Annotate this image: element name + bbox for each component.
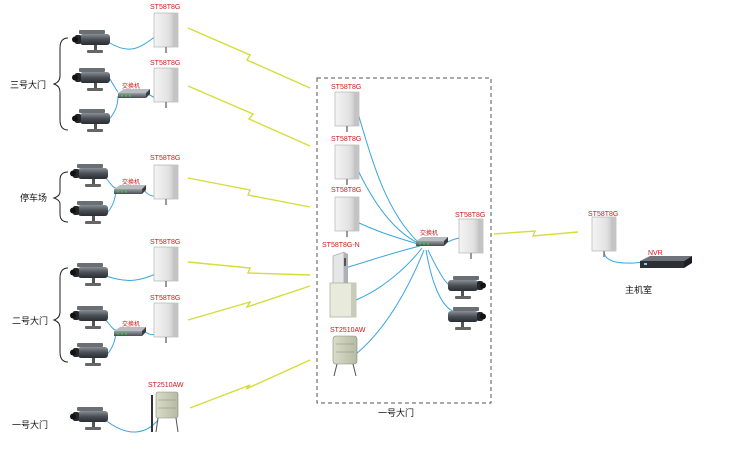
switch-icon [114, 327, 146, 336]
panel-antenna-icon [334, 91, 360, 133]
camera-icon [70, 306, 108, 329]
zone-label-gate1-left: 一号大门 [12, 419, 48, 431]
cable [356, 167, 419, 244]
wireless-links [187, 27, 579, 409]
camera-icon [70, 407, 108, 430]
device-label: ST58T8G [331, 136, 361, 143]
camera-icon [70, 263, 108, 286]
gate2-brace [52, 267, 69, 363]
cable [356, 109, 419, 243]
device-label: ST58T8G [455, 212, 485, 219]
gate1-left-group: ST2510AW [70, 382, 184, 433]
panel-antenna-icon [153, 12, 179, 54]
panel-antenna-icon [591, 216, 617, 258]
central-group: ST58T8G ST58T8G ST58T8G ST58T8G-N ST2510… [322, 84, 486, 377]
cable [105, 319, 117, 331]
switch-label: 交换机 [122, 178, 140, 186]
zone-label-gate1-box: 一号大门 [378, 407, 414, 419]
panel-antenna-icon [334, 196, 360, 238]
zone-label-control-room: 主机室 [625, 284, 652, 296]
device-label: ST2510AW [330, 327, 366, 334]
device-label: ST58T8G [150, 155, 180, 162]
zone-label-gate2: 二号大门 [12, 315, 48, 327]
switch-icon [114, 185, 146, 194]
parking-brace [52, 171, 69, 223]
cable [603, 251, 646, 264]
panel-antenna-icon [153, 246, 179, 288]
control-room-group: ST58T8G NVR [588, 211, 692, 268]
device-label: ST58T8G-N [322, 242, 360, 249]
device-label: ST58T8G [331, 84, 361, 91]
cable [344, 245, 421, 269]
outdoor-box-antenna-icon [332, 335, 358, 377]
cable [425, 249, 456, 313]
panel-antenna-icon [458, 218, 484, 260]
camera-icon [72, 68, 110, 91]
cables [103, 35, 646, 433]
camera-icon [448, 276, 486, 299]
camera-icon [72, 109, 110, 132]
device-label: ST58T8G [331, 187, 361, 194]
switch-icon [416, 237, 448, 246]
gate3-brace [52, 37, 69, 131]
outdoor-box-antenna-icon [151, 391, 179, 433]
camera-icon [72, 30, 110, 53]
wireless-link [187, 177, 311, 208]
camera-icon [70, 201, 108, 224]
device-label: ST58T8G [150, 4, 180, 11]
device-label: ST2510AW [148, 382, 184, 389]
panel-antenna-icon [153, 67, 179, 109]
panel-antenna-icon [153, 302, 179, 344]
wireless-link [187, 261, 311, 276]
switch-label: 交换机 [420, 229, 438, 237]
device-label: ST58T8G [150, 239, 180, 246]
zone-label-parking: 停车场 [20, 192, 47, 204]
cable [355, 247, 423, 301]
switch-label: 交换机 [122, 82, 140, 90]
wireless-link [187, 285, 311, 321]
wireless-link [189, 359, 311, 409]
cable [355, 249, 425, 355]
panel-antenna-icon [153, 164, 179, 206]
wide-panel-antenna-icon [329, 282, 357, 318]
switch-icon [118, 89, 150, 98]
camera-icon [70, 164, 108, 187]
zone-braces [52, 37, 69, 363]
cable [109, 78, 119, 93]
switch-label: 交换机 [122, 320, 140, 328]
nvr-label: NVR [648, 250, 663, 257]
device-label: ST58T8G [150, 60, 180, 67]
cable [103, 418, 159, 433]
cable [105, 273, 157, 281]
wireless-link [187, 27, 311, 89]
device-label: ST58T8G [150, 295, 180, 302]
cable [109, 35, 157, 50]
camera-icon [70, 343, 108, 366]
panel-antenna-icon [334, 144, 360, 186]
zone-label-gate3: 三号大门 [10, 79, 46, 91]
camera-icon [448, 307, 486, 330]
nvr-icon [640, 256, 692, 268]
wireless-link [493, 230, 579, 237]
gate1-dashed-box [316, 77, 492, 404]
wireless-link [187, 85, 311, 147]
gate2-group: ST58T8G ST58T8G 交换机 [70, 239, 180, 366]
parking-group: ST58T8G 交换机 [70, 155, 180, 224]
device-label: ST58T8G [588, 211, 618, 218]
gate3-group: ST58T8G ST58T8G 交换机 [72, 4, 180, 132]
cable [356, 221, 419, 245]
cable [105, 177, 117, 189]
